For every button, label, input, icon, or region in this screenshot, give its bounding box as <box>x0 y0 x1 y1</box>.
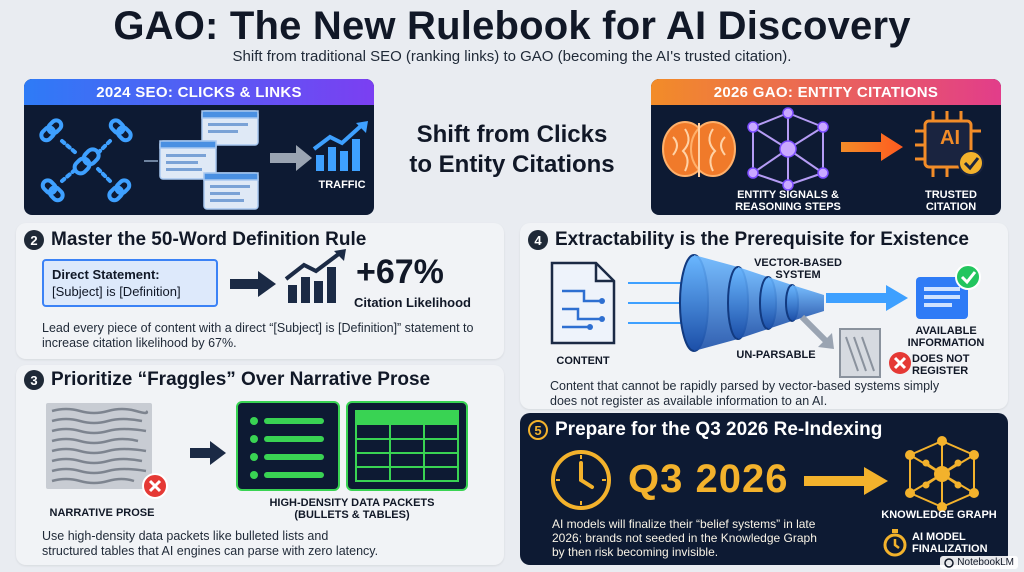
direct-statement-box: Direct Statement: [Subject] is [Definiti… <box>42 259 218 307</box>
section-5-body-line2: 2026; brands not seeded in the Knowledge… <box>552 531 817 545</box>
seo-panel-heading: 2024 SEO: CLICKS & LINKS <box>24 79 374 105</box>
notebooklm-watermark: NotebookLM <box>940 556 1018 569</box>
vector-system-label-line1: VECTOR-BASED <box>754 257 842 269</box>
unparsable-label: UN-PARSABLE <box>736 349 816 361</box>
network-graph-icon <box>747 107 829 191</box>
funnel-icon <box>628 254 824 352</box>
content-label: CONTENT <box>556 355 610 367</box>
trusted-citation-label-line2: CITATION <box>925 201 977 213</box>
section-4-body-line1: Content that cannot be rapidly parsed by… <box>550 379 940 393</box>
brain-icon <box>662 121 736 177</box>
section-4-body-line2: does not register as available informati… <box>550 394 828 408</box>
section-5-body-line3: by then risk becoming invisible. <box>552 545 719 559</box>
data-packets-label: HIGH-DENSITY DATA PACKETS (BULLETS & TAB… <box>242 497 462 521</box>
arrow-icon <box>804 467 888 495</box>
section-4-title: 4 Extractability is the Prerequisite for… <box>528 229 969 251</box>
browser-window-icon <box>144 110 259 210</box>
data-packets-label-line2: (BULLETS & TABLES) <box>294 509 410 521</box>
section-5-number: 5 <box>528 420 548 440</box>
available-info-label-line2: INFORMATION <box>907 337 985 349</box>
section-2-card: 2 Master the 50-Word Definition Rule Dir… <box>16 223 504 359</box>
entity-signals-label: ENTITY SIGNALS & REASONING STEPS <box>723 189 853 213</box>
document-icon <box>550 261 616 345</box>
does-not-register-line1: DOES NOT <box>912 353 970 365</box>
section-3-body: Use high-density data packets like bulle… <box>42 529 482 559</box>
available-info-label: AVAILABLE INFORMATION <box>896 325 996 349</box>
seo-panel: 2024 SEO: CLICKS & LINKS <box>24 79 374 215</box>
available-info-icon <box>916 264 981 319</box>
shift-headline: Shift from Clicks to Entity Citations <box>382 120 642 180</box>
arrow-icon <box>190 441 226 465</box>
direct-statement-title: Direct Statement: <box>52 267 160 282</box>
chain-link-icon <box>39 118 133 203</box>
diagonal-arrow-icon <box>800 315 834 349</box>
section-3-title: 3 Prioritize “Fraggles” Over Narrative P… <box>24 369 430 391</box>
page-subtitle: Shift from traditional SEO (ranking link… <box>232 48 792 65</box>
trusted-citation-label: TRUSTED CITATION <box>911 189 991 213</box>
data-packets-label-line1: HIGH-DENSITY DATA PACKETS <box>269 497 435 509</box>
section-5-title-text: Prepare for the Q3 2026 Re-Indexing <box>555 419 883 440</box>
shift-headline-line1: Shift from Clicks <box>416 121 608 148</box>
section-5-card: 5 Prepare for the Q3 2026 Re-Indexing Q3… <box>520 413 1008 565</box>
section-2-title: 2 Master the 50-Word Definition Rule <box>24 229 366 251</box>
section-5-body-line1: AI models will finalize their “belief sy… <box>552 517 816 531</box>
entity-signals-label-line1: ENTITY SIGNALS & <box>737 189 839 201</box>
arrow-icon <box>270 145 312 171</box>
section-3-body-line1: Use high-density data packets like bulle… <box>42 529 329 543</box>
entity-signals-label-line2: REASONING STEPS <box>735 201 841 213</box>
arrow-icon <box>826 285 908 311</box>
ai-model-finalization-label: AI MODEL FINALIZATION <box>912 531 1002 555</box>
section-4-card: 4 Extractability is the Prerequisite for… <box>520 223 1008 409</box>
section-3-number: 3 <box>24 370 44 390</box>
does-not-register-line2: REGISTER <box>912 365 969 377</box>
page-title: GAO: The New Rulebook for AI Discovery <box>113 4 911 48</box>
error-x-icon <box>142 473 168 499</box>
vector-system-label-line2: SYSTEM <box>775 269 821 281</box>
section-2-body: Lead every piece of content with a direc… <box>42 321 474 350</box>
narrative-prose-icon <box>46 403 152 489</box>
gao-panel: 2026 GAO: ENTITY CITATIONS <box>651 79 1001 215</box>
available-info-label-line1: AVAILABLE <box>915 325 977 337</box>
direct-statement-body: [Subject] is [Definition] <box>52 284 181 299</box>
clock-icon <box>551 450 611 510</box>
q3-2026-date: Q3 2026 <box>628 457 789 501</box>
section-3-card: 3 Prioritize “Fraggles” Over Narrative P… <box>16 365 504 565</box>
section-2-title-text: Master the 50-Word Definition Rule <box>51 229 367 250</box>
vector-system-label: VECTOR-BASED SYSTEM <box>748 257 848 281</box>
section-3-title-text: Prioritize “Fraggles” Over Narrative Pro… <box>51 369 431 390</box>
stopwatch-icon <box>883 529 907 557</box>
shift-headline-line2: to Entity Citations <box>409 151 615 178</box>
knowledge-graph-icon <box>905 436 979 512</box>
trend-chart-icon <box>284 249 346 303</box>
arrow-icon <box>230 271 276 297</box>
section-5-body: AI models will finalize their “belief sy… <box>552 517 872 559</box>
traffic-label: TRAFFIC <box>318 179 366 191</box>
citation-stat-value: +67% <box>356 253 444 291</box>
trend-chart-icon <box>312 121 368 171</box>
notebooklm-logo-icon <box>944 557 955 568</box>
section-4-title-text: Extractability is the Prerequisite for E… <box>555 229 969 250</box>
gao-panel-heading: 2026 GAO: ENTITY CITATIONS <box>651 79 1001 105</box>
ai-model-finalization-line1: AI MODEL <box>912 531 966 543</box>
ai-chip-label: AI <box>940 127 960 149</box>
section-4-number: 4 <box>528 230 548 250</box>
ai-model-finalization-line2: FINALIZATION <box>912 543 988 555</box>
watermark-text: NotebookLM <box>957 557 1014 568</box>
bulleted-list-icon <box>236 401 340 491</box>
trusted-citation-label-line1: TRUSTED <box>925 189 977 201</box>
ai-chip-icon <box>915 111 984 177</box>
data-table-icon <box>346 401 468 491</box>
section-4-body: Content that cannot be rapidly parsed by… <box>550 379 1000 409</box>
arrow-icon <box>841 133 903 161</box>
does-not-register-label: DOES NOT REGISTER <box>912 353 986 377</box>
knowledge-graph-label: KNOWLEDGE GRAPH <box>881 509 997 521</box>
citation-stat-label: Citation Likelihood <box>354 295 471 310</box>
section-2-number: 2 <box>24 230 44 250</box>
error-x-icon <box>889 352 911 374</box>
narrative-prose-label: NARRATIVE PROSE <box>49 507 155 519</box>
section-3-body-line2: structured tables that AI engines can pa… <box>42 544 379 558</box>
section-5-title: 5 Prepare for the Q3 2026 Re-Indexing <box>528 419 882 441</box>
unparsable-doc-icon <box>839 328 881 378</box>
